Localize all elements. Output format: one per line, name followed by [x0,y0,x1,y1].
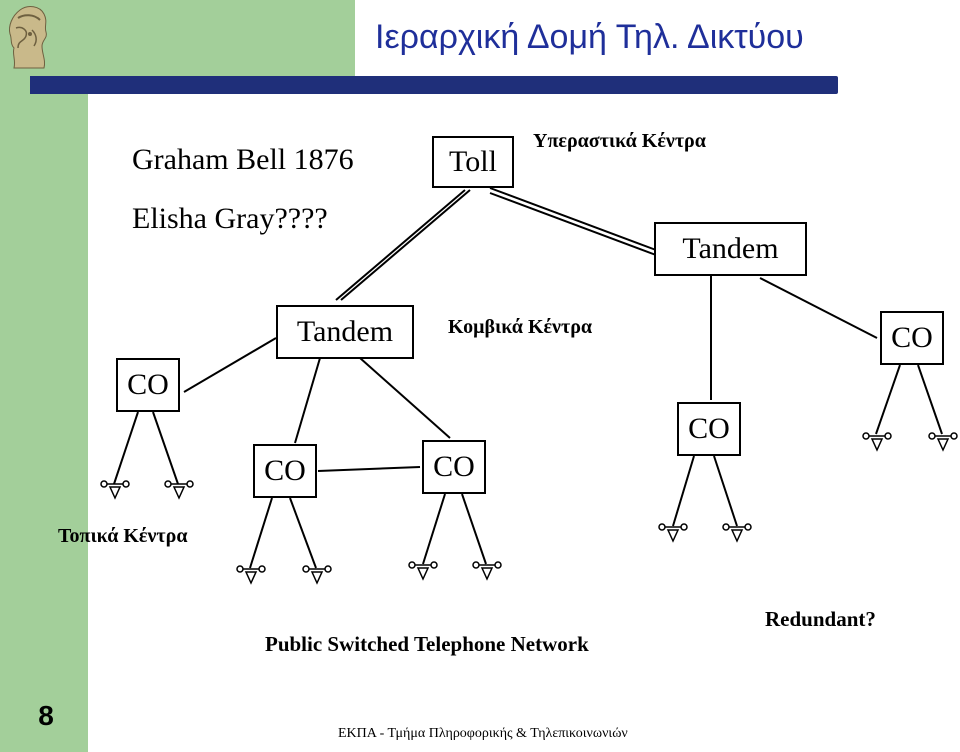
telephone-icon [302,565,332,585]
slide-number: 8 [38,700,54,731]
telephone-icon [862,432,892,452]
telephone-icon [164,480,194,500]
network-caption: Public Switched Telephone Network [265,632,589,656]
slide-title: Ιεραρχική Δομή Τηλ. Δικτύου [375,18,804,56]
athena-head-logo-icon [6,4,50,76]
co-mid1-box: CO [253,444,317,498]
inventor-gray-text: Elisha Gray???? [132,202,328,235]
local-caption: Τοπικά Κέντρα [58,525,188,547]
telephone-icon [100,480,130,500]
tandem-right-box: Tandem [654,222,807,276]
tandem-left-box: Tandem [276,305,414,359]
telephone-icon [472,561,502,581]
co-mid2-box: CO [422,440,486,494]
telephone-icon [236,565,266,585]
co-right-box: CO [677,402,741,456]
toll-box: Toll [432,136,514,188]
telephone-icon [928,432,958,452]
redundant-caption: Redundant? [765,607,876,631]
telephone-icon [722,523,752,543]
telephone-icon [658,523,688,543]
telephone-icon [408,561,438,581]
inventor-bell-text: Graham Bell 1876 [132,143,354,176]
co-left-box: CO [116,358,180,412]
header-band [0,0,355,86]
title-underline-bar [30,76,838,94]
tandem-caption: Κομβικά Κέντρα [448,316,593,338]
toll-caption: Υπεραστικά Κέντρα [533,130,706,152]
sidebar-background [0,0,88,752]
co-far-right-box: CO [880,311,944,365]
footer-text: ΕΚΠΑ - Τμήμα Πληροφορικής & Τηλεπικοινων… [338,726,628,741]
